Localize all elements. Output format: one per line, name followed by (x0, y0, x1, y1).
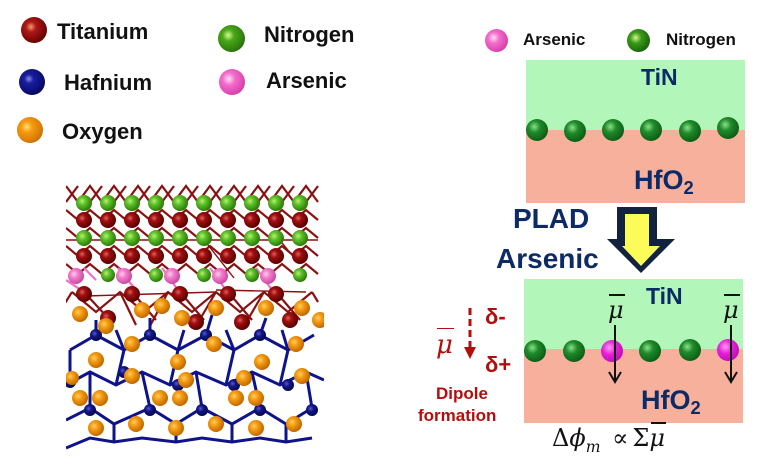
legend-label-arsenic: Arsenic (266, 68, 347, 93)
tin-layer-bottom (524, 279, 743, 349)
legend-right-label-arsenic: Arsenic (523, 30, 586, 49)
delta-plus-label: δ+ (485, 352, 512, 377)
work-function-formula: Δϕm ∝Σμ (552, 422, 666, 456)
legend-right-label-nitrogen: Nitrogen (666, 30, 736, 49)
dipole-formation-line2: formation (418, 406, 497, 425)
process-down-arrow-icon (607, 207, 675, 273)
nitrogen-atom-icon (563, 340, 585, 362)
dipole-mu-symbol: μ (436, 327, 455, 360)
nitrogen-atom-icon (679, 339, 701, 361)
process-label-arsenic: Arsenic (496, 243, 599, 274)
atomic-structure-image (66, 184, 324, 450)
arsenic-atom-icon (717, 339, 739, 361)
oxygen-sphere-icon (17, 117, 43, 143)
tin-label-bottom: TiN (646, 283, 683, 309)
nitrogen-atom-icon (679, 120, 701, 142)
nitrogen-atom-icon (639, 340, 661, 362)
hfo2-label-bottom: HfO2 (641, 385, 701, 419)
dipole-arrow-icon (724, 325, 738, 384)
legend-label-nitrogen: Nitrogen (264, 22, 355, 47)
process-label-plad: PLAD (513, 203, 590, 234)
dipole-arrow-icon (608, 325, 622, 384)
nitrogen-atom-icon (717, 117, 739, 139)
arsenic-atom-icon (601, 340, 623, 362)
nitrogen-sphere-icon (218, 25, 245, 52)
hfo2-layer-top (526, 130, 745, 203)
dipole-mu-label-1: μ (608, 294, 625, 324)
legend-label-oxygen: Oxygen (62, 119, 143, 144)
nitrogen-sphere-icon (627, 29, 650, 52)
legend-label-titanium: Titanium (57, 19, 149, 44)
nitrogen-atom-icon (602, 119, 624, 141)
hfo2-label-top: HfO2 (634, 165, 694, 199)
nitrogen-atom-icon (640, 119, 662, 141)
dipole-mu-label-2: μ (723, 294, 740, 324)
arsenic-sphere-icon (485, 29, 508, 52)
dashed-down-arrow-icon (464, 308, 476, 359)
tin-layer-top (526, 60, 745, 130)
delta-minus-label: δ- (485, 304, 506, 329)
hfo2-layer-bottom (524, 349, 743, 423)
legend-label-hafnium: Hafnium (64, 70, 152, 95)
arsenic-sphere-icon (219, 69, 245, 95)
nitrogen-atom-icon (564, 120, 586, 142)
hafnium-sphere-icon (19, 69, 45, 95)
titanium-sphere-icon (21, 17, 47, 43)
nitrogen-atom-icon (526, 119, 548, 141)
dipole-formation-line1: Dipole (436, 384, 488, 403)
nitrogen-atom-icon (524, 340, 546, 362)
tin-label-top: TiN (641, 64, 678, 90)
